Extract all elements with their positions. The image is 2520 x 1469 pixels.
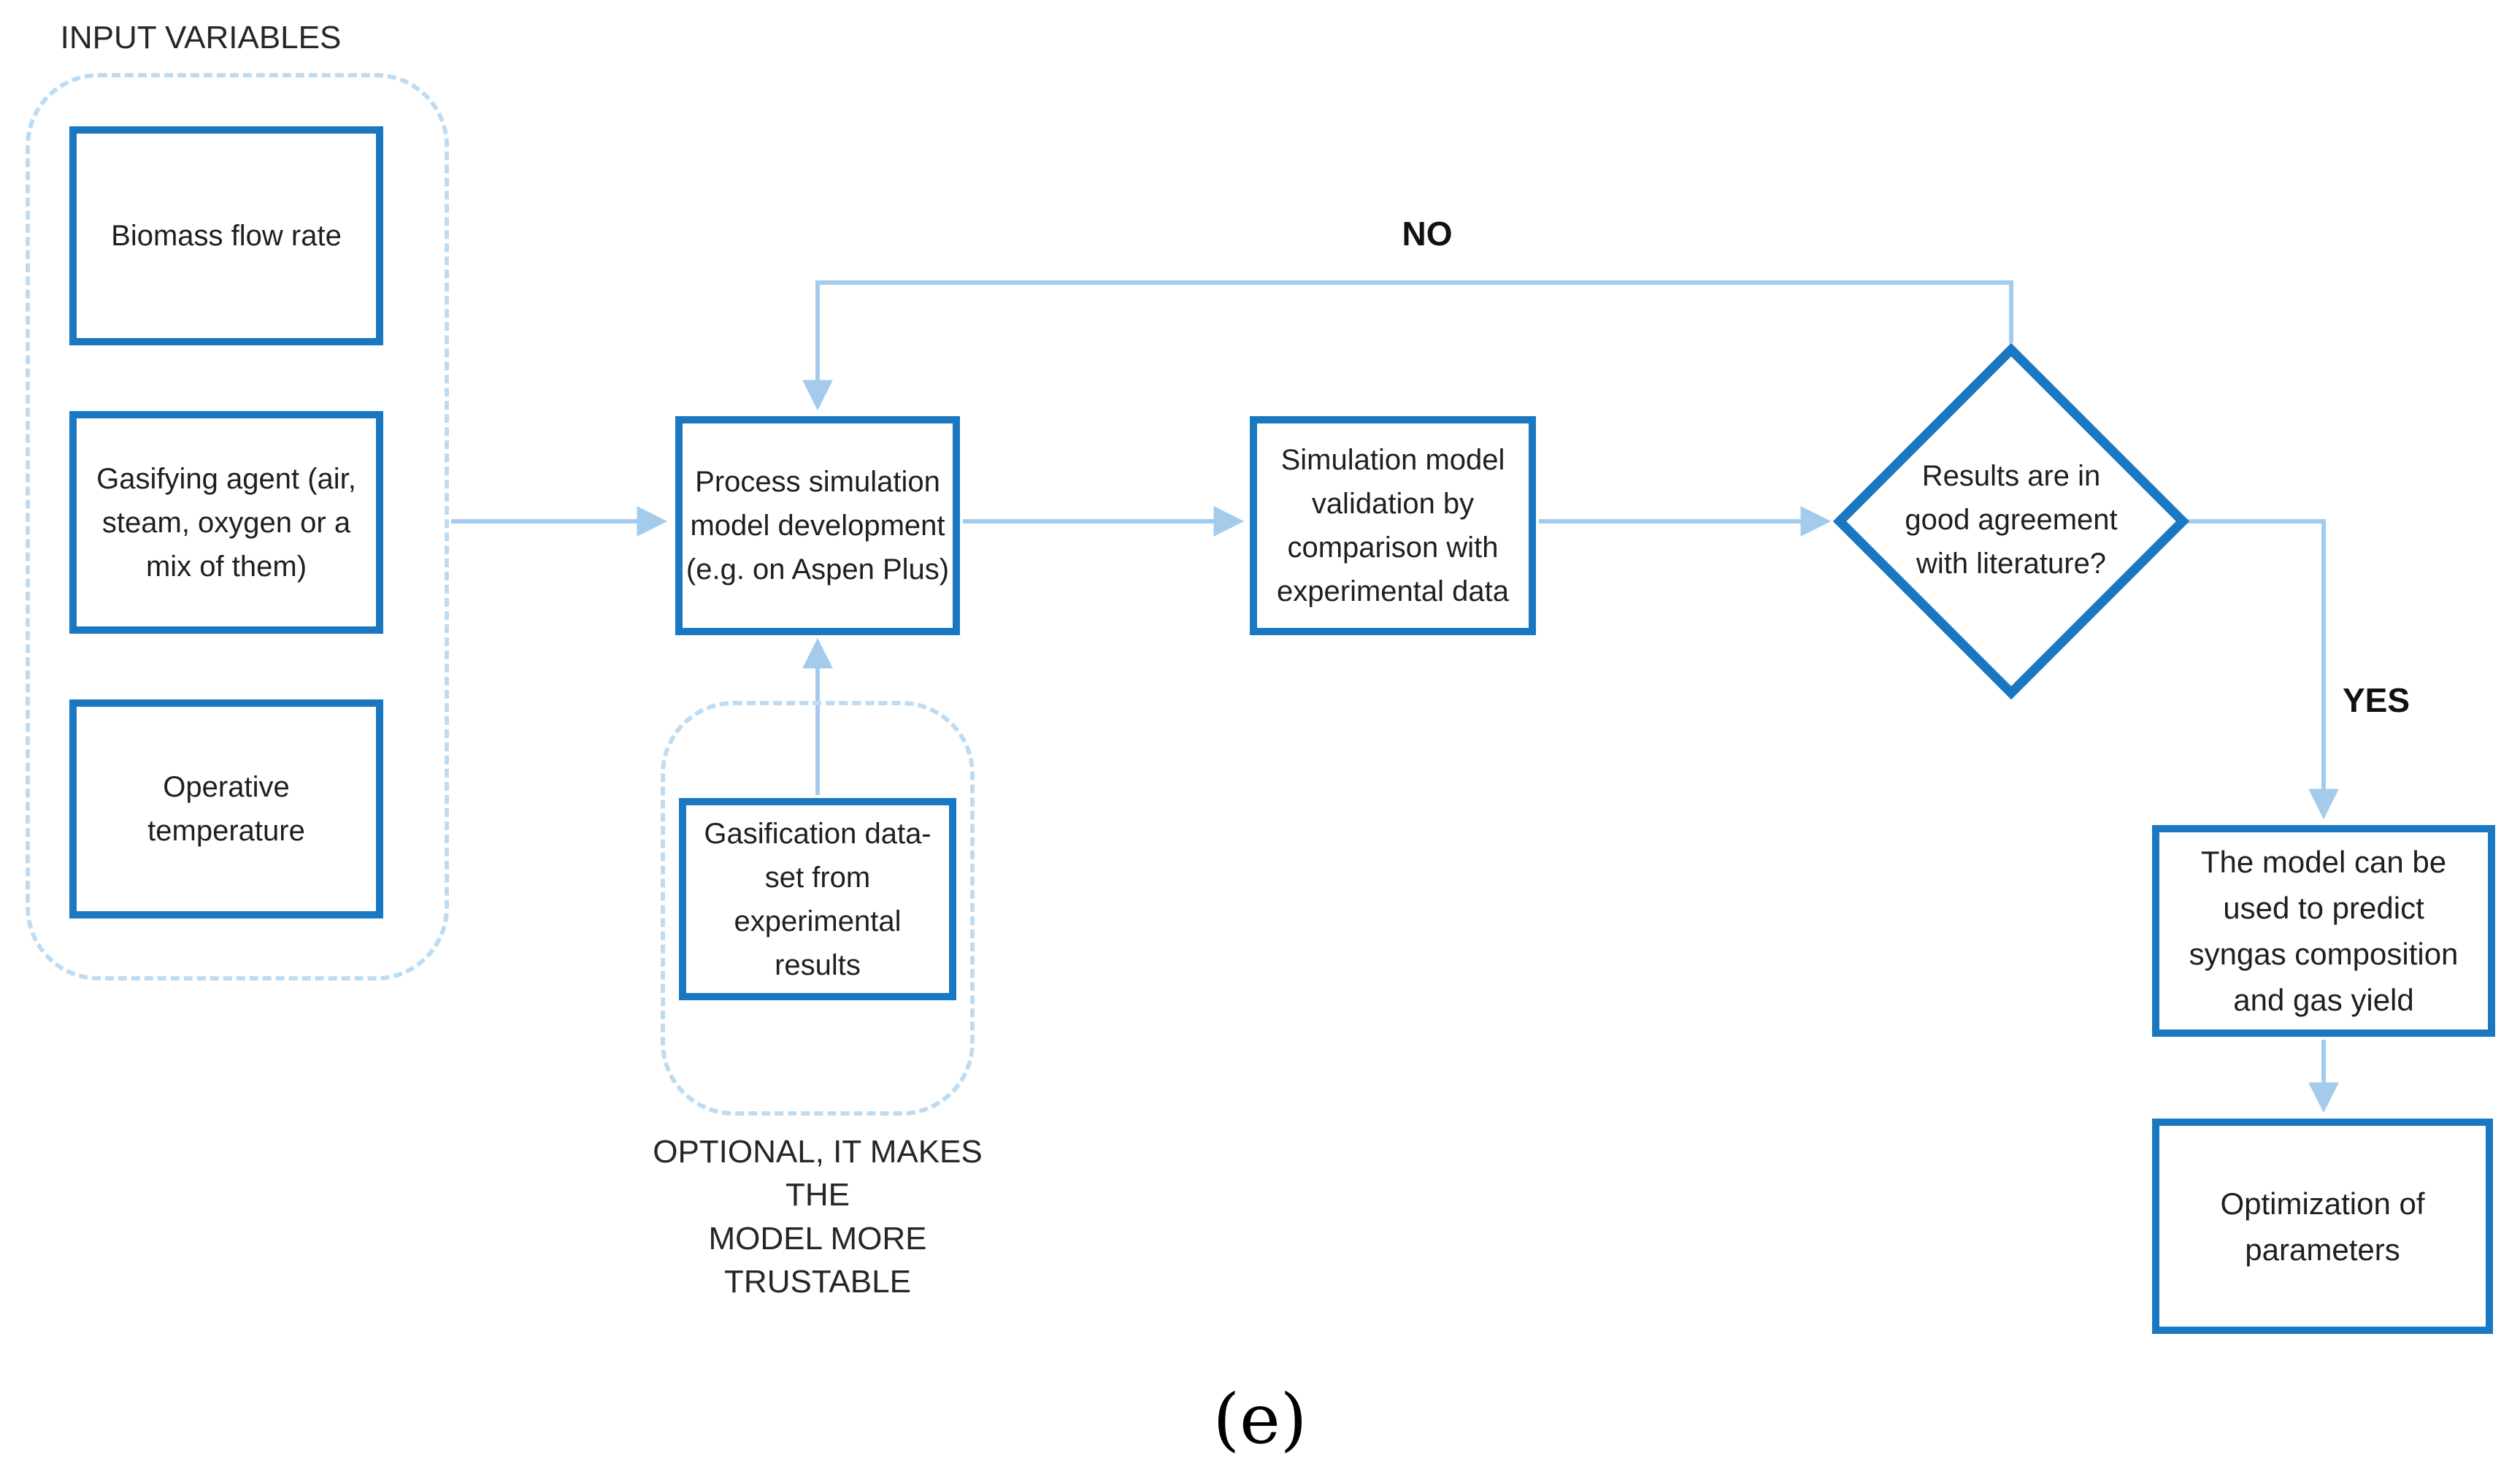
optional-note-caption: OPTIONAL, IT MAKES THE MODEL MORE TRUSTA… (653, 1134, 983, 1300)
decision-diamond-shape (1832, 342, 2190, 700)
node-predict-label: The model can be used to predict syngas … (2189, 845, 2459, 1017)
node-biomass-label: Biomass flow rate (111, 220, 342, 252)
arrow-decision-no-feedback (802, 280, 2013, 411)
node-process-simulation: Process simulation model development (e.… (675, 416, 960, 635)
node-operative-temperature: Operative temperature (69, 699, 383, 918)
node-gasification-dataset: Gasification data- set from experimental… (679, 798, 956, 1000)
node-gasifying-label: Gasifying agent (air, steam, oxygen or a… (96, 462, 356, 583)
node-model-prediction: The model can be used to predict syngas … (2152, 825, 2495, 1037)
node-operative-label: Operative temperature (147, 771, 305, 847)
node-gasifying-agent: Gasifying agent (air, steam, oxygen or a… (69, 411, 383, 634)
node-process-label: Process simulation model development (e.… (685, 466, 950, 586)
node-optimization-label: Optimization of parameters (2220, 1186, 2425, 1267)
yes-branch-label: YES (2342, 681, 2410, 719)
node-dataset-label: Gasification data- set from experimental… (704, 817, 931, 981)
node-model-validation: Simulation model validation by compariso… (1250, 416, 1536, 635)
arrow-decision-yes-to-predict (2181, 519, 2339, 820)
node-validation-label: Simulation model validation by compariso… (1277, 444, 1509, 607)
no-branch-label: NO (1402, 215, 1453, 253)
decision-diamond-label: Results are in good agreement with liter… (1905, 460, 2118, 580)
input-variables-group (26, 73, 449, 981)
input-variables-caption: INPUT VARIABLES (60, 20, 342, 55)
node-parameter-optimization: Optimization of parameters (2152, 1119, 2493, 1334)
optional-dataset-group (661, 701, 975, 1116)
figure-caption: (e) (1213, 1380, 1307, 1460)
node-biomass-flow-rate: Biomass flow rate (69, 126, 383, 345)
